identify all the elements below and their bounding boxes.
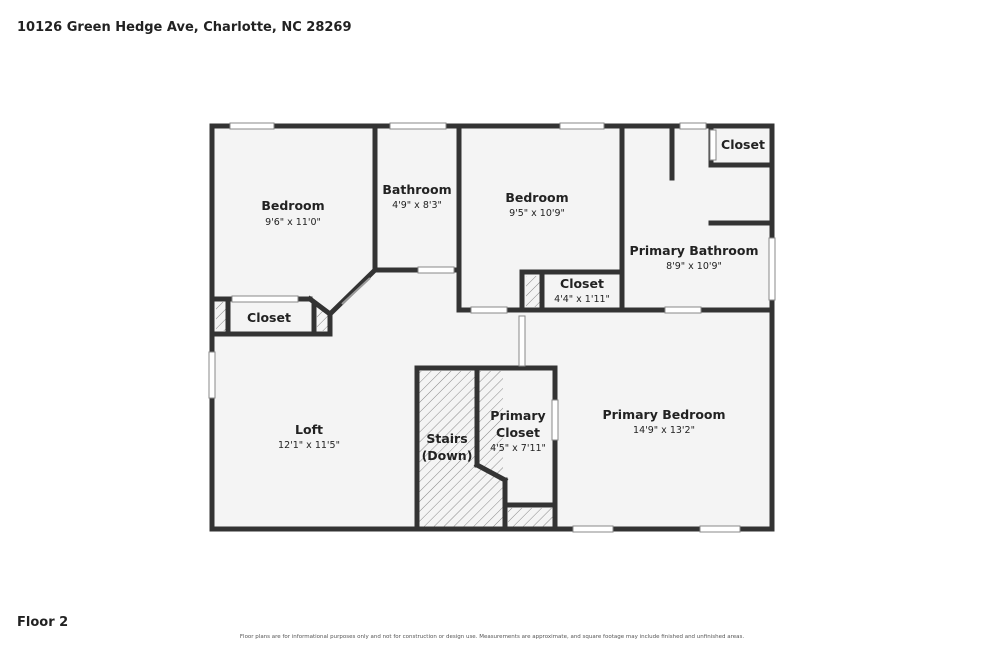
property-address: 10126 Green Hedge Ave, Charlotte, NC 282… bbox=[17, 20, 352, 35]
room-name-bedroom2: Bedroom bbox=[505, 190, 568, 205]
room-name-loft: Loft bbox=[295, 422, 323, 437]
room-dims-primary-bedroom: 14'9" x 13'2" bbox=[633, 425, 695, 436]
room-dims-loft: 12'1" x 11'5" bbox=[278, 440, 340, 451]
door-opening-angled bbox=[341, 277, 371, 305]
room-name-closet-small: Closet bbox=[560, 276, 604, 291]
room-name-primary-closet: Primary bbox=[490, 408, 545, 423]
windows bbox=[208, 122, 776, 533]
room-dims-closet-small: 4'4" x 1'11" bbox=[554, 294, 610, 305]
room-name-closet-left: Closet bbox=[247, 310, 291, 325]
walls bbox=[209, 123, 775, 532]
room-dims-bedroom2: 9'5" x 10'9" bbox=[509, 208, 565, 219]
room-dims-primary-bathroom: 8'9" x 10'9" bbox=[666, 261, 722, 272]
room-name-closet-top: Closet bbox=[721, 137, 765, 152]
room-name-bathroom: Bathroom bbox=[382, 182, 451, 197]
disclaimer-text: Floor plans are for informational purpos… bbox=[239, 634, 745, 640]
room-dims-bedroom1: 9'6" x 11'0" bbox=[265, 217, 321, 228]
room-name-primary-bedroom: Primary Bedroom bbox=[602, 407, 725, 422]
room-name-bedroom1: Bedroom bbox=[261, 198, 324, 213]
room-name-stairs: Stairs bbox=[426, 431, 467, 446]
closet-hatch-angled bbox=[317, 303, 330, 331]
room-dims-bathroom: 4'9" x 8'3" bbox=[392, 200, 442, 211]
room-name-stairs-direction: (Down) bbox=[422, 448, 473, 463]
closet-hatch-bottom bbox=[508, 508, 554, 527]
room-name-primary-closet-2: Closet bbox=[496, 425, 540, 440]
room-dims-primary-closet: 4'5" x 7'11" bbox=[490, 443, 546, 454]
closet-hatch-left bbox=[216, 302, 226, 331]
stairs-hatch bbox=[419, 371, 503, 527]
floor-label: Floor 2 bbox=[17, 615, 69, 630]
room-name-primary-bathroom: Primary Bathroom bbox=[630, 243, 759, 258]
closet-hatch-mid bbox=[526, 276, 540, 307]
